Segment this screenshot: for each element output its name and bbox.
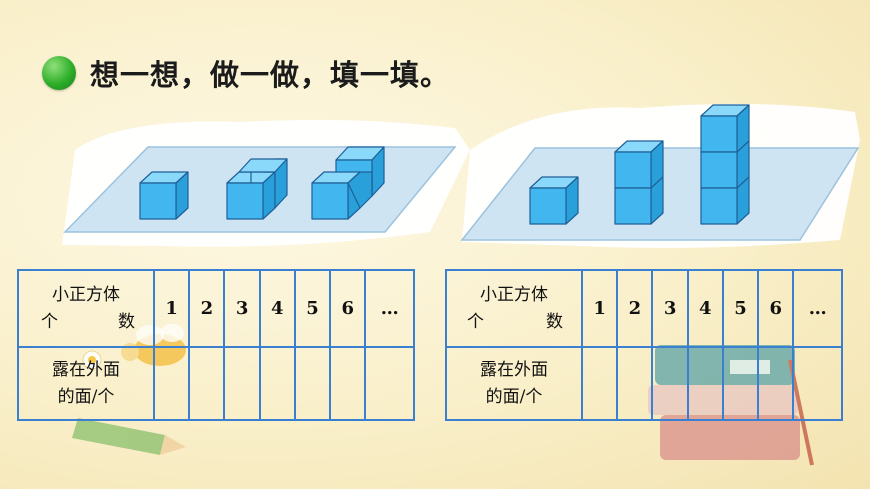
answer-cell[interactable] — [757, 346, 795, 421]
answer-cell[interactable] — [258, 346, 296, 421]
count-cell: 6 — [757, 269, 795, 348]
answer-cell[interactable] — [364, 346, 415, 421]
count-cell: 2 — [188, 269, 226, 348]
count-cell: … — [364, 269, 415, 348]
count-cell: 4 — [686, 269, 724, 348]
cube-stack-1 — [529, 176, 579, 225]
cube-stack-3 — [700, 104, 750, 225]
page-title: 想一想，做一做，填一填。 — [90, 58, 451, 92]
table-left: 小正方体 个 数 1 2 3 4 5 6 … 露在外面 的面/个 — [17, 269, 415, 421]
label-line: 的面/个 — [57, 386, 115, 407]
cube-group-3 — [311, 146, 385, 220]
pencil-icon — [72, 418, 186, 455]
label-part: 数 — [546, 311, 563, 332]
answer-cell[interactable] — [651, 346, 689, 421]
count-cell: 6 — [329, 269, 367, 348]
row-label-exposed-faces: 露在外面 的面/个 — [445, 346, 583, 421]
answer-cell[interactable] — [188, 346, 226, 421]
count-cell: 3 — [223, 269, 261, 348]
cube-group-1 — [139, 171, 189, 220]
row-label-exposed-faces: 露在外面 的面/个 — [17, 346, 155, 421]
label-line: 露在外面 — [480, 359, 548, 380]
count-cell: 4 — [258, 269, 296, 348]
answer-cell[interactable] — [329, 346, 367, 421]
count-cell: 5 — [293, 269, 332, 348]
count-cell: 1 — [580, 269, 619, 348]
label-line: 露在外面 — [52, 359, 120, 380]
cube-stack-2 — [614, 140, 664, 225]
count-cell: … — [792, 269, 843, 348]
label-line: 的面/个 — [485, 386, 543, 407]
label-part: 个 — [41, 311, 58, 332]
table-right: 小正方体 个 数 1 2 3 4 5 6 … 露在外面 的面/个 — [445, 269, 843, 421]
answer-cell[interactable] — [686, 346, 724, 421]
label-part: 数 — [118, 311, 135, 332]
count-cell: 3 — [651, 269, 689, 348]
count-cell: 2 — [616, 269, 654, 348]
answer-cell[interactable] — [223, 346, 261, 421]
label-line: 小正方体 — [52, 284, 120, 305]
row-label-cube-count: 小正方体 个 数 — [445, 269, 583, 348]
label-line: 小正方体 — [480, 284, 548, 305]
answer-cell[interactable] — [721, 346, 760, 421]
count-cell: 1 — [152, 269, 191, 348]
answer-cell[interactable] — [616, 346, 654, 421]
row-label-cube-count: 小正方体 个 数 — [17, 269, 155, 348]
green-bullet-icon — [42, 56, 76, 90]
answer-cell[interactable] — [152, 346, 191, 421]
answer-cell[interactable] — [792, 346, 843, 421]
answer-cell[interactable] — [293, 346, 332, 421]
label-part: 个 — [467, 311, 484, 332]
title-row: 想一想，做一做，填一填。 — [42, 52, 450, 94]
cube-group-2 — [226, 158, 288, 220]
answer-cell[interactable] — [580, 346, 619, 421]
count-cell: 5 — [721, 269, 760, 348]
